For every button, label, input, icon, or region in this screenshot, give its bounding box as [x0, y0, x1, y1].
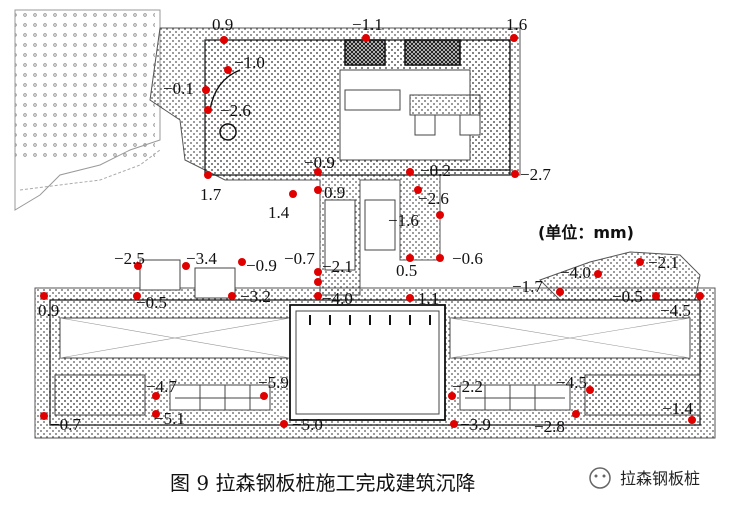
value-label: 1.7 — [200, 185, 222, 204]
value-label: −0.9 — [304, 153, 335, 172]
point-marker — [436, 211, 444, 219]
lower-building — [34, 259, 716, 439]
point-marker — [414, 186, 422, 194]
value-label: −2.6 — [220, 101, 251, 120]
point-marker — [448, 392, 456, 400]
point-marker — [314, 278, 322, 286]
point-marker — [406, 168, 414, 176]
value-label: −1.4 — [662, 399, 693, 418]
value-label: −2.8 — [534, 417, 565, 436]
value-label: −0.9 — [246, 256, 277, 275]
value-label: −5.1 — [154, 409, 185, 428]
value-label: −4.0 — [560, 263, 591, 282]
value-label: −2.6 — [418, 189, 449, 208]
point-marker — [134, 262, 142, 270]
point-marker — [314, 292, 322, 300]
point-marker — [202, 86, 210, 94]
point-marker — [586, 386, 594, 394]
value-label: −3.4 — [186, 249, 217, 268]
value-label: −1.0 — [234, 53, 265, 72]
point-marker — [152, 392, 160, 400]
point-marker — [572, 410, 580, 418]
value-label: −0.7 — [284, 249, 315, 268]
point-marker — [224, 66, 232, 74]
point-marker — [696, 292, 704, 300]
value-label: 0.9 — [324, 183, 345, 202]
value-label: 1.6 — [506, 15, 527, 34]
unit-label: (单位：mm) — [538, 223, 634, 242]
value-label: −0.5 — [612, 287, 643, 306]
value-label: −2.1 — [648, 253, 679, 272]
measurement-points: 0.9 −1.1 1.6 −1.0 −0.1 −2.6 1.7 −0.9 0.9… — [38, 15, 704, 436]
point-marker — [204, 106, 212, 114]
value-label: −0.1 — [163, 79, 194, 98]
value-label: −1.1 — [352, 15, 383, 34]
value-label: 1.1 — [418, 289, 439, 308]
adjacent-site — [14, 9, 161, 211]
point-marker — [152, 410, 160, 418]
value-label: −4.7 — [146, 377, 177, 396]
point-marker — [314, 186, 322, 194]
value-label: −5.0 — [292, 415, 323, 434]
point-marker — [228, 292, 236, 300]
point-marker — [314, 268, 322, 276]
value-label: −3.9 — [460, 415, 491, 434]
point-marker — [594, 270, 602, 278]
watermark: 拉森钢板桩 — [589, 467, 700, 489]
figure-caption: 图 9 拉森钢板桩施工完成建筑沉降 — [170, 471, 475, 495]
point-marker — [510, 34, 518, 42]
point-marker — [688, 416, 696, 424]
value-label: −0.7 — [50, 415, 81, 434]
point-marker — [40, 412, 48, 420]
point-marker — [40, 292, 48, 300]
point-marker — [406, 294, 414, 302]
point-marker — [280, 420, 288, 428]
point-marker — [133, 292, 141, 300]
value-label: −4.5 — [660, 301, 691, 320]
value-label: −2.1 — [322, 257, 353, 276]
point-marker — [406, 254, 414, 262]
point-marker — [450, 420, 458, 428]
point-marker — [511, 170, 519, 178]
point-marker — [636, 258, 644, 266]
point-marker — [362, 34, 370, 42]
value-label: −5.9 — [258, 373, 289, 392]
watermark-text: 拉森钢板桩 — [620, 469, 700, 488]
point-marker — [652, 292, 660, 300]
point-marker — [260, 392, 268, 400]
value-label: −1.7 — [512, 277, 543, 296]
value-label: −2.2 — [452, 377, 483, 396]
value-label: 0.9 — [212, 15, 233, 34]
point-marker — [556, 288, 564, 296]
value-label: −2.7 — [520, 165, 551, 184]
point-marker — [220, 36, 228, 44]
wechat-icon — [589, 467, 611, 489]
point-marker — [314, 168, 322, 176]
value-label: 0.9 — [38, 301, 59, 320]
point-marker — [182, 262, 190, 270]
value-label: −1.6 — [388, 211, 419, 230]
point-marker — [436, 254, 444, 262]
value-label: −4.0 — [322, 289, 353, 308]
value-label: 0.5 — [396, 261, 417, 280]
value-label: 1.4 — [268, 203, 290, 222]
value-label: −0.5 — [136, 293, 167, 312]
point-marker — [204, 171, 212, 179]
value-label: −3.2 — [240, 287, 271, 306]
upper-building — [149, 27, 521, 296]
value-label: −0.2 — [420, 161, 451, 180]
value-label: −2.5 — [114, 249, 145, 268]
point-marker — [289, 190, 297, 198]
point-marker — [238, 258, 246, 266]
value-label: −0.6 — [452, 249, 483, 268]
value-label: −4.5 — [556, 373, 587, 392]
